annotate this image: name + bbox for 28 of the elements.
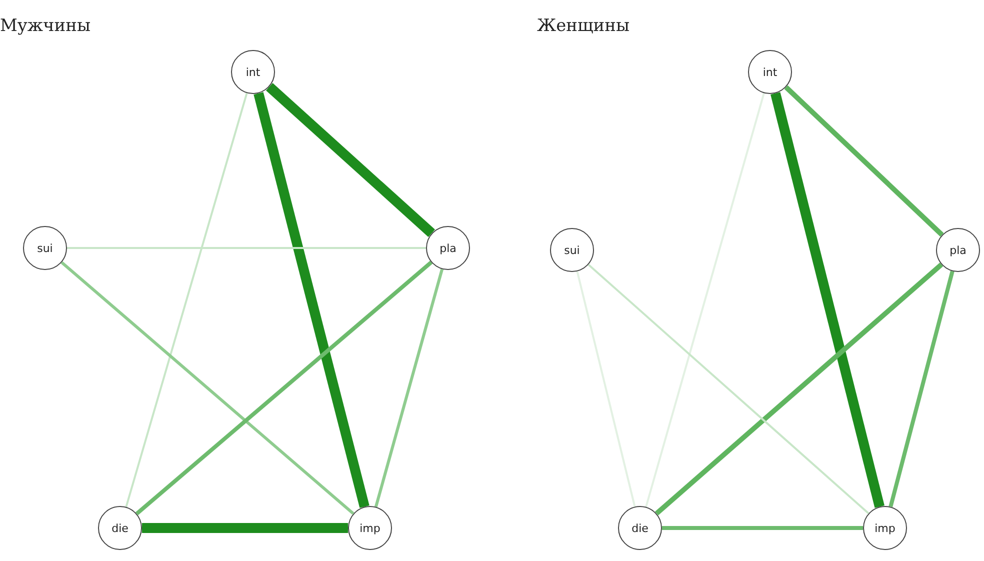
network-edge: [135, 260, 433, 516]
node-circle: pla: [426, 226, 470, 270]
network-edge: [374, 268, 444, 508]
network-edge: [654, 262, 944, 516]
node-circle: imp: [863, 506, 907, 550]
node-circle: int: [748, 50, 792, 94]
panel-heading: Мужчины: [0, 16, 90, 36]
network-edge: [784, 85, 944, 237]
node-circle: imp: [348, 506, 392, 550]
network-edge: [645, 92, 765, 508]
node-circle: sui: [23, 226, 67, 270]
network-edge: [576, 271, 636, 507]
network-edge: [266, 83, 436, 237]
node-circle: pla: [936, 228, 980, 272]
network-edge: [588, 264, 870, 514]
node-circle: sui: [550, 228, 594, 272]
node-circle: die: [618, 506, 662, 550]
network-edge: [60, 261, 354, 515]
network-edge: [254, 92, 370, 508]
network-edge: [67, 247, 426, 249]
node-circle: die: [98, 506, 142, 550]
panel-heading: Женщины: [537, 16, 630, 36]
network-edge: [125, 92, 248, 508]
network-edge: [142, 523, 348, 533]
node-circle: int: [231, 50, 275, 94]
network-edge: [770, 92, 884, 508]
network-edge: [662, 526, 863, 530]
network-edge: [888, 270, 954, 508]
